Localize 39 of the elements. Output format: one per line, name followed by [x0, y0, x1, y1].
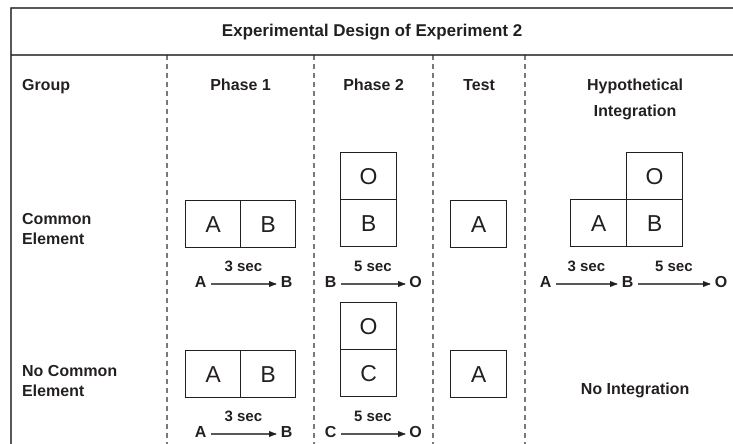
sequence-letter: C	[323, 423, 338, 443]
row-label: Common Element	[22, 210, 92, 250]
arrow	[638, 280, 711, 288]
stimulus-box: A	[185, 350, 241, 398]
stimulus-box: B	[240, 200, 296, 248]
arrow	[211, 280, 277, 288]
sequence-letter: O	[408, 273, 423, 293]
sequence-letter: B	[323, 273, 338, 293]
stimulus-box: A	[450, 350, 507, 398]
stimulus-box: O	[340, 302, 397, 350]
column-header: Test	[462, 76, 496, 96]
sequence-letter: O	[408, 423, 423, 443]
sequence-letter: A	[193, 423, 208, 443]
stimulus-box: B	[626, 199, 683, 247]
sequence-letter: B	[279, 273, 294, 293]
cell-text: No Integration	[580, 380, 690, 400]
arrow	[556, 280, 618, 288]
stimulus-box: A	[450, 200, 507, 248]
column-header: Phase 2	[342, 76, 405, 96]
arrow	[341, 280, 406, 288]
sequence-letter: O	[713, 273, 729, 293]
stimulus-box: A	[185, 200, 241, 248]
stimulus-box: A	[570, 199, 627, 247]
sequence-letter: A	[538, 273, 553, 293]
sequence-letter: B	[279, 423, 294, 443]
arrow	[211, 430, 277, 438]
column-header: Hypothetical Integration	[586, 76, 684, 122]
sequence-letter: A	[193, 273, 208, 293]
column-header: Group	[22, 76, 71, 96]
stimulus-box: O	[340, 152, 397, 200]
row-label: No Common Element	[22, 362, 118, 402]
stimulus-box: C	[340, 349, 397, 397]
column-header: Phase 1	[209, 76, 272, 96]
sequence-letter: B	[620, 273, 635, 293]
stimulus-box: B	[240, 350, 296, 398]
table-title: Experimental Design of Experiment 2	[220, 20, 524, 42]
stimulus-box: O	[626, 152, 683, 200]
arrow	[341, 430, 406, 438]
stimulus-box: B	[340, 199, 397, 247]
